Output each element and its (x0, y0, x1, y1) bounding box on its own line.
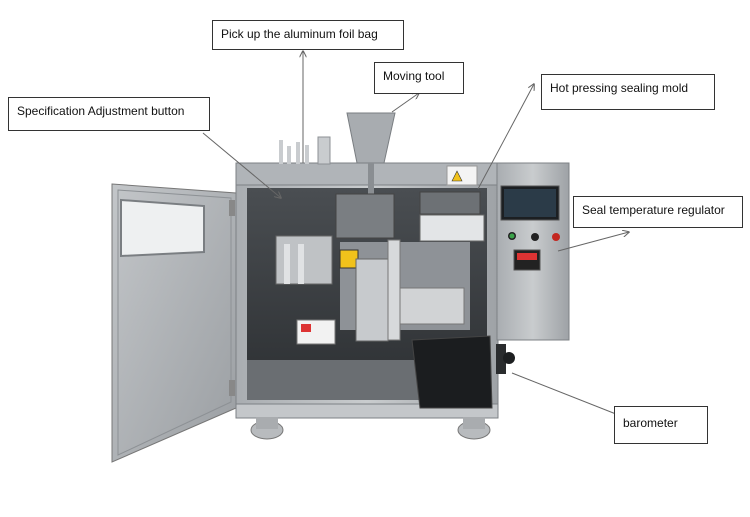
interior-mechanisms (275, 191, 485, 345)
control-column (496, 162, 570, 341)
callout-arrows (202, 51, 629, 416)
moving-tool-block (355, 258, 389, 342)
callout-barometer: barometer (614, 406, 708, 444)
callout-hot-press: Hot pressing sealing mold (541, 74, 715, 110)
button-red (552, 233, 560, 241)
button-black (531, 233, 539, 241)
barometer-gauge (496, 344, 515, 374)
warning-label-top (446, 165, 478, 186)
arrow-moving-tool (391, 93, 419, 113)
outlet-tray (411, 335, 493, 409)
arrow-hot-press (477, 84, 534, 190)
bag-guides (279, 136, 331, 165)
arrow-seal-temp (557, 232, 629, 252)
arrow-barometer (511, 372, 621, 416)
callout-moving-tool: Moving tool (374, 62, 464, 94)
callout-pick-bag: Pick up the aluminum foil bag (212, 20, 404, 50)
door-window (120, 198, 205, 258)
open-door (111, 183, 237, 463)
machine-feet (250, 417, 491, 440)
callout-seal-temp: Seal temperature regulator (573, 196, 743, 228)
arrow-spec-adjust (202, 132, 281, 198)
callout-spec-adjust: Specification Adjustment button (8, 97, 210, 131)
hot-press-mold (419, 214, 485, 242)
